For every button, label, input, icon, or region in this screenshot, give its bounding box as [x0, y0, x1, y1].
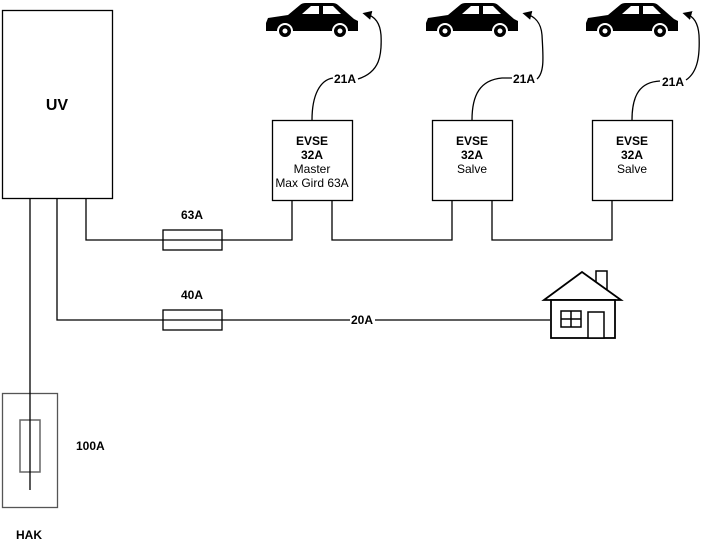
car-icon — [586, 3, 678, 39]
charge-cable-2b — [522, 10, 544, 80]
evse-note: Max Gird 63A — [275, 176, 348, 190]
car-current-3: 21A — [662, 75, 684, 89]
evse-title: EVSE — [456, 134, 488, 148]
house-icon — [541, 270, 624, 339]
evse-slave-2[interactable]: EVSE 32A Salve — [591, 119, 674, 202]
car-icon — [426, 3, 518, 39]
evse-role: Salve — [617, 162, 647, 176]
evse-rating: 32A — [301, 148, 323, 162]
uv-label: UV — [46, 97, 69, 114]
evse-slave-1[interactable]: EVSE 32A Salve — [431, 119, 514, 202]
evse-link-2-3 — [491, 200, 613, 241]
charge-cable-3a — [631, 80, 661, 121]
charge-cable-2a — [471, 77, 512, 121]
hak-label: HAK — [16, 528, 42, 542]
ev-fuse-rating: 63A — [181, 208, 203, 222]
charge-cable-1b — [357, 10, 382, 80]
car-current-1: 21A — [334, 72, 356, 86]
evse-title: EVSE — [616, 134, 648, 148]
evse-role: Master — [294, 162, 331, 176]
ev-circuit: 63A — [85, 198, 293, 251]
car-current-2: 21A — [513, 72, 535, 86]
house-fuse-rating: 40A — [181, 288, 203, 302]
house-load-current: 20A — [351, 313, 373, 327]
charge-cable-1a — [311, 77, 334, 121]
main-connection-hak[interactable]: 100A HAK — [1, 198, 106, 542]
evse-link-1-2 — [331, 200, 453, 241]
charge-cable-3b — [682, 11, 700, 81]
evse-role: Salve — [457, 162, 487, 176]
evse-master[interactable]: EVSE 32A Master Max Gird 63A — [271, 119, 354, 202]
evse-rating: 32A — [621, 148, 643, 162]
house-circuit: 40A 20A — [56, 198, 550, 331]
evse-rating: 32A — [461, 148, 483, 162]
distribution-board-uv[interactable]: UV — [1, 9, 114, 200]
car-icon — [266, 3, 358, 39]
evse-title: EVSE — [296, 134, 328, 148]
hak-fuse-rating: 100A — [76, 439, 105, 453]
